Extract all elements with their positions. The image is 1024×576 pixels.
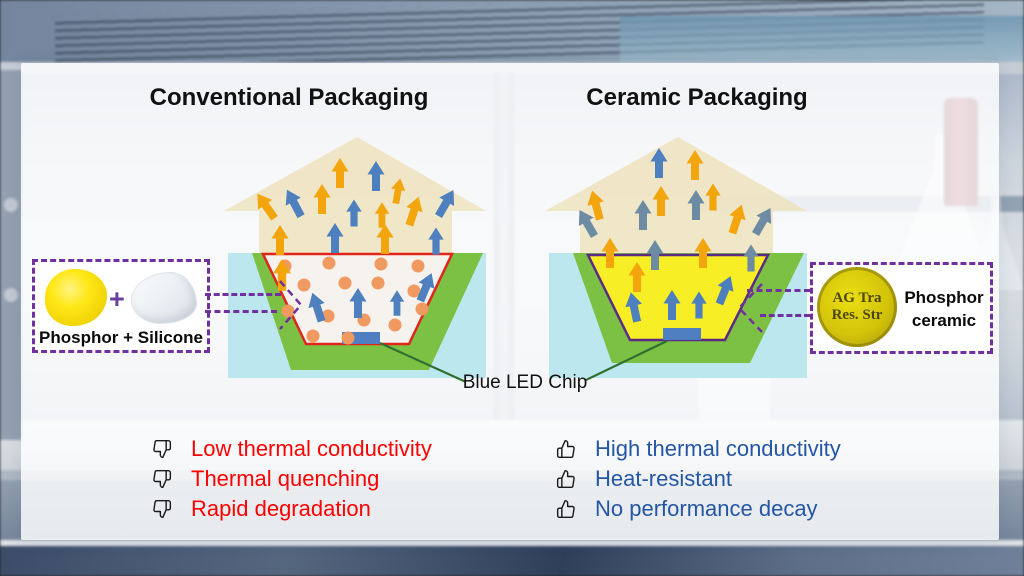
disc-text-line1: AG Tra — [832, 289, 882, 306]
list-item: Heat-resistant — [556, 464, 841, 494]
diagram-ceramic-led — [545, 137, 807, 378]
heading-ceramic-packaging: Ceramic Packaging — [586, 84, 808, 111]
callout-connector — [205, 293, 281, 296]
callout-connector — [760, 314, 810, 317]
zoom-wedge — [279, 280, 303, 330]
callout-phosphor-ceramic: AG Tra Res. Str Phosphor ceramic — [810, 262, 993, 354]
disc-text-line2: Res. Str — [831, 307, 883, 323]
thumbs-down-icon — [152, 439, 172, 459]
list-item: High thermal conductivity — [556, 434, 841, 464]
callout-right-label-line1: Phosphor — [904, 288, 984, 307]
callout-phosphor-silicone: + Phosphor + Silicone — [32, 259, 210, 353]
list-item: Rapid degradation — [152, 494, 432, 524]
list-item: Thermal quenching — [152, 464, 432, 494]
thumbs-up-icon — [556, 439, 576, 459]
plus-sign: + — [109, 284, 125, 314]
pros-list: High thermal conductivity Heat-resistant… — [556, 434, 841, 524]
callout-connector — [747, 289, 810, 292]
con-text: Thermal quenching — [191, 466, 380, 491]
callout-right-label-line2: ceramic — [911, 310, 977, 330]
list-item: No performance decay — [556, 494, 841, 524]
diagram-conventional-led — [224, 137, 486, 378]
thumbs-down-icon — [152, 499, 172, 519]
cons-list: Low thermal conductivity Thermal quenchi… — [152, 434, 432, 524]
list-item: Low thermal conductivity — [152, 434, 432, 464]
phosphor-ceramic-disc-image: AG Tra Res. Str — [817, 267, 897, 347]
silicone-blob-image — [131, 272, 197, 324]
blue-led-chip-label: Blue LED Chip — [462, 372, 588, 393]
con-text: Low thermal conductivity — [191, 436, 432, 461]
light-cone — [545, 137, 807, 255]
blue-led-chip — [663, 328, 701, 340]
thumbs-up-icon — [556, 499, 576, 519]
thumbs-down-icon — [152, 469, 172, 489]
light-cone — [224, 137, 486, 255]
pro-text: No performance decay — [595, 496, 818, 521]
callout-connector — [205, 310, 277, 313]
phosphor-particles — [278, 256, 429, 345]
pro-text: High thermal conductivity — [595, 436, 841, 461]
heading-conventional-packaging: Conventional Packaging — [149, 84, 429, 111]
con-text: Rapid degradation — [191, 496, 371, 521]
callout-left-label: Phosphor + Silicone — [39, 328, 203, 347]
thumbs-up-icon — [556, 469, 576, 489]
phosphor-powder-image — [45, 269, 107, 326]
pro-text: Heat-resistant — [595, 466, 732, 491]
lab-bench-front — [0, 546, 1024, 576]
chip-pointer-lines — [379, 340, 668, 384]
